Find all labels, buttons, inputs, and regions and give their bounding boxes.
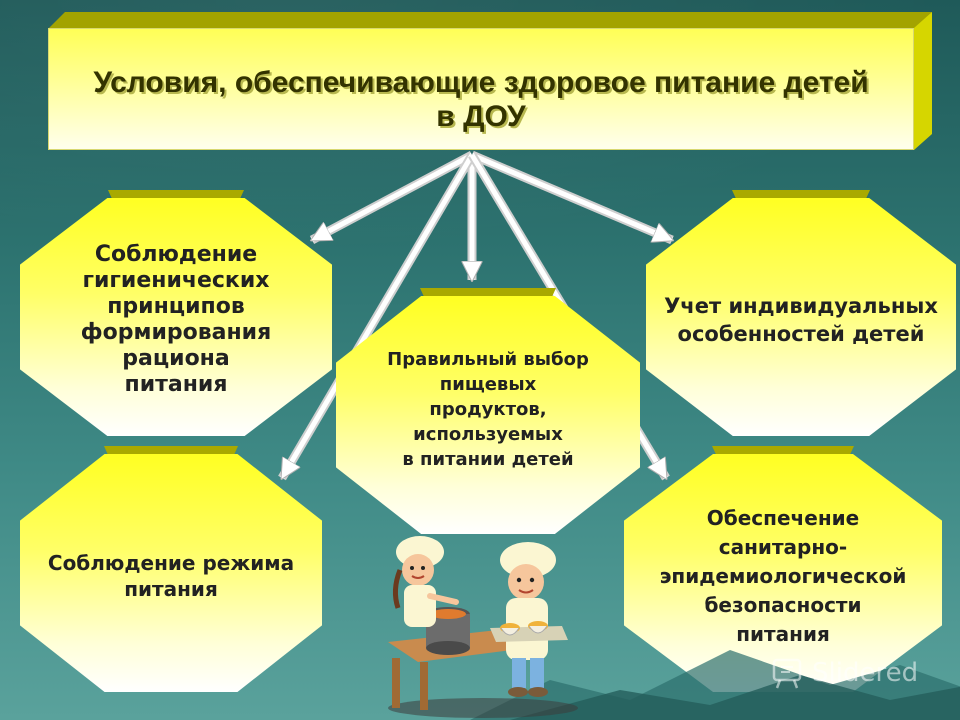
slide-title-line-2: в ДОУ bbox=[436, 100, 526, 133]
box-line: пищевых bbox=[439, 373, 537, 395]
octagon-shape bbox=[20, 454, 322, 692]
box-line: принципов bbox=[107, 294, 245, 319]
octagon-shape bbox=[20, 198, 332, 436]
box-food-selection-label: Правильный выбор пищевых продуктов, испо… bbox=[336, 324, 640, 494]
box-line: Правильный выбор bbox=[387, 348, 589, 370]
slide-logo-icon bbox=[772, 658, 802, 689]
slide-title-line-1: Условия, обеспечивающие здоровое питание… bbox=[93, 66, 869, 99]
title-box: Условия, обеспечивающие здоровое питание… bbox=[48, 12, 932, 150]
slide-title: Условия, обеспечивающие здоровое питание… bbox=[48, 66, 914, 134]
box-line: безопасности bbox=[704, 592, 862, 617]
title-box-top-bevel bbox=[48, 12, 932, 29]
box-line: Соблюдение режима bbox=[47, 551, 295, 575]
octagon-shape bbox=[336, 296, 640, 534]
box-sanitary-safety: Обеспечение санитарно- эпидемиологическо… bbox=[624, 446, 942, 692]
title-box-side-bevel bbox=[914, 12, 932, 150]
box-line: питания bbox=[124, 577, 218, 601]
box-line: эпидемиологической bbox=[659, 563, 907, 588]
box-individual-features-label: Учет индивидуальных особенностей детей bbox=[646, 230, 956, 410]
box-hygiene-principles: Соблюдение гигиенических принципов форми… bbox=[20, 190, 332, 436]
box-sanitary-safety-label: Обеспечение санитарно- эпидемиологическо… bbox=[624, 486, 942, 666]
box-line: формирования bbox=[80, 320, 272, 345]
box-line: питания bbox=[124, 372, 228, 397]
box-line: рациона bbox=[122, 346, 230, 371]
title-box-face: Условия, обеспечивающие здоровое питание… bbox=[48, 28, 914, 150]
box-line: продуктов, bbox=[429, 398, 547, 420]
arrow-to-top-right bbox=[470, 150, 672, 245]
octagon-shape bbox=[624, 454, 942, 692]
box-hygiene-principles-label: Соблюдение гигиенических принципов форми… bbox=[20, 230, 332, 410]
cooking-children-icon bbox=[388, 536, 578, 718]
box-feeding-schedule: Соблюдение режима питания bbox=[20, 446, 322, 692]
box-individual-features: Учет индивидуальных особенностей детей bbox=[646, 190, 956, 436]
box-line: санитарно- bbox=[718, 534, 848, 559]
watermark: Slidered bbox=[770, 656, 918, 690]
box-feeding-schedule-label: Соблюдение режима питания bbox=[20, 486, 322, 666]
box-line: Соблюдение bbox=[94, 242, 258, 267]
box-line: Учет индивидуальных bbox=[664, 294, 938, 318]
box-line: в питании детей bbox=[402, 448, 574, 470]
octagon-shape bbox=[646, 198, 956, 436]
box-line: Обеспечение bbox=[706, 505, 860, 530]
watermark-suffix: red bbox=[875, 658, 919, 688]
arrow-to-top-left bbox=[312, 151, 475, 244]
watermark-word: Slide bbox=[812, 658, 876, 688]
box-line: гигиенических bbox=[82, 268, 270, 293]
watermark-text: Slidered bbox=[812, 658, 918, 688]
box-food-selection: Правильный выбор пищевых продуктов, испо… bbox=[336, 288, 640, 534]
box-line: питания bbox=[736, 621, 830, 646]
box-line: особенностей детей bbox=[677, 322, 925, 346]
box-line: используемых bbox=[413, 423, 563, 445]
mountain-decoration bbox=[470, 650, 960, 720]
